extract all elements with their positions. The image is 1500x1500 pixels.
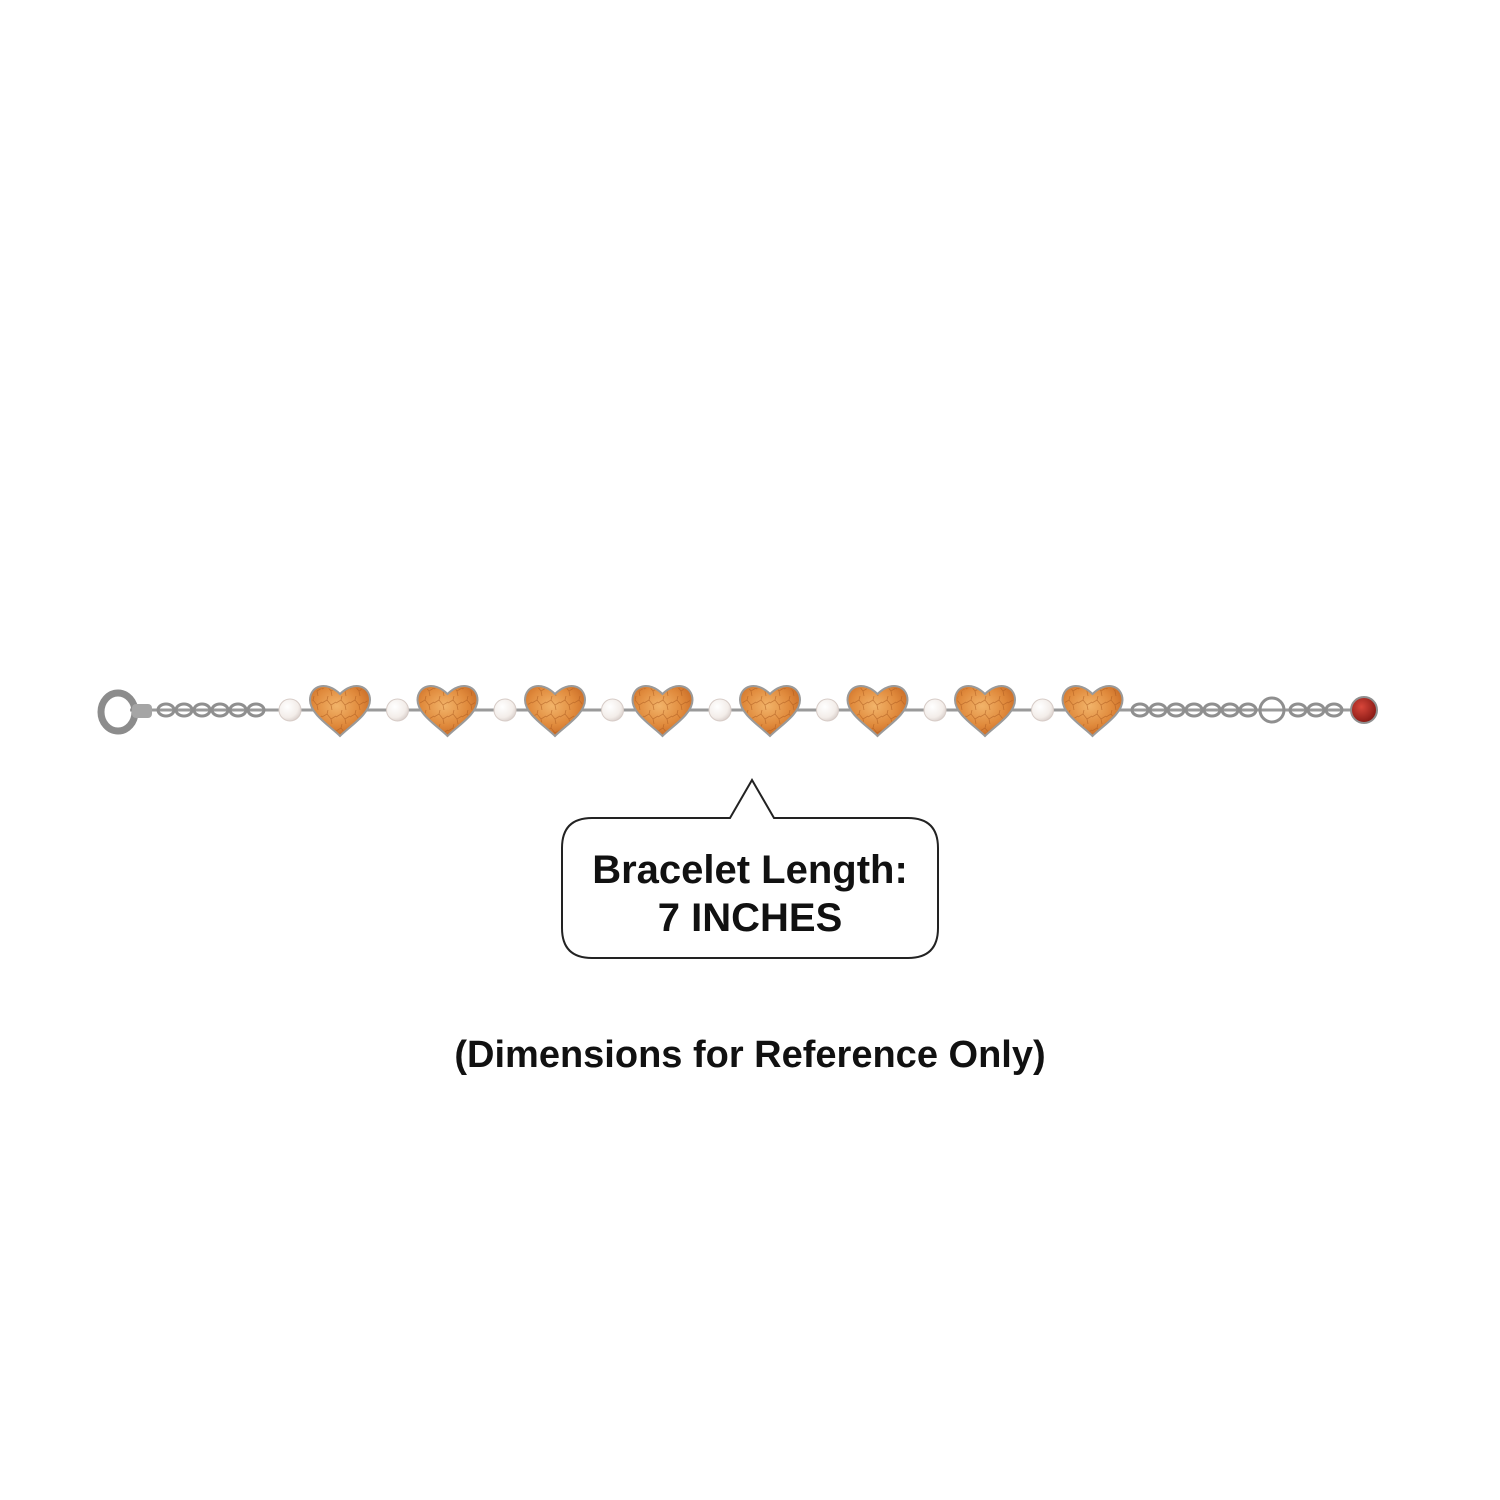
chain-links-right (1130, 696, 1344, 724)
callout-line-2: 7 INCHES (657, 896, 843, 940)
heart-glass-bead (308, 685, 372, 738)
chain-links-left (156, 702, 266, 718)
pearl-bead (1031, 698, 1054, 722)
pearl-bead (708, 698, 732, 722)
bracelet-image (97, 685, 1378, 738)
callout-line-1: Bracelet Length: (592, 848, 908, 892)
heart-glass-bead (738, 685, 802, 738)
lobster-clasp (97, 689, 152, 735)
end-charm (1350, 696, 1378, 724)
heart-glass-bead (953, 685, 1017, 738)
heart-glass-bead (1061, 685, 1124, 738)
pearl-bead (493, 698, 517, 722)
bracelet-length-label: Bracelet Length: 7 INCHES (562, 846, 938, 942)
heart-glass-bead (416, 685, 479, 738)
pearl-bead (386, 698, 409, 722)
pearl-bead (601, 698, 624, 722)
pearl-bead (278, 698, 302, 722)
speech-callout (561, 778, 939, 959)
heart-glass-bead (631, 685, 694, 738)
heart-glass-bead (523, 685, 587, 738)
pearl-bead (923, 698, 947, 722)
heart-glass-bead (846, 685, 909, 738)
dimensions-disclaimer: (Dimensions for Reference Only) (454, 1034, 1046, 1076)
pearl-bead (816, 698, 839, 722)
